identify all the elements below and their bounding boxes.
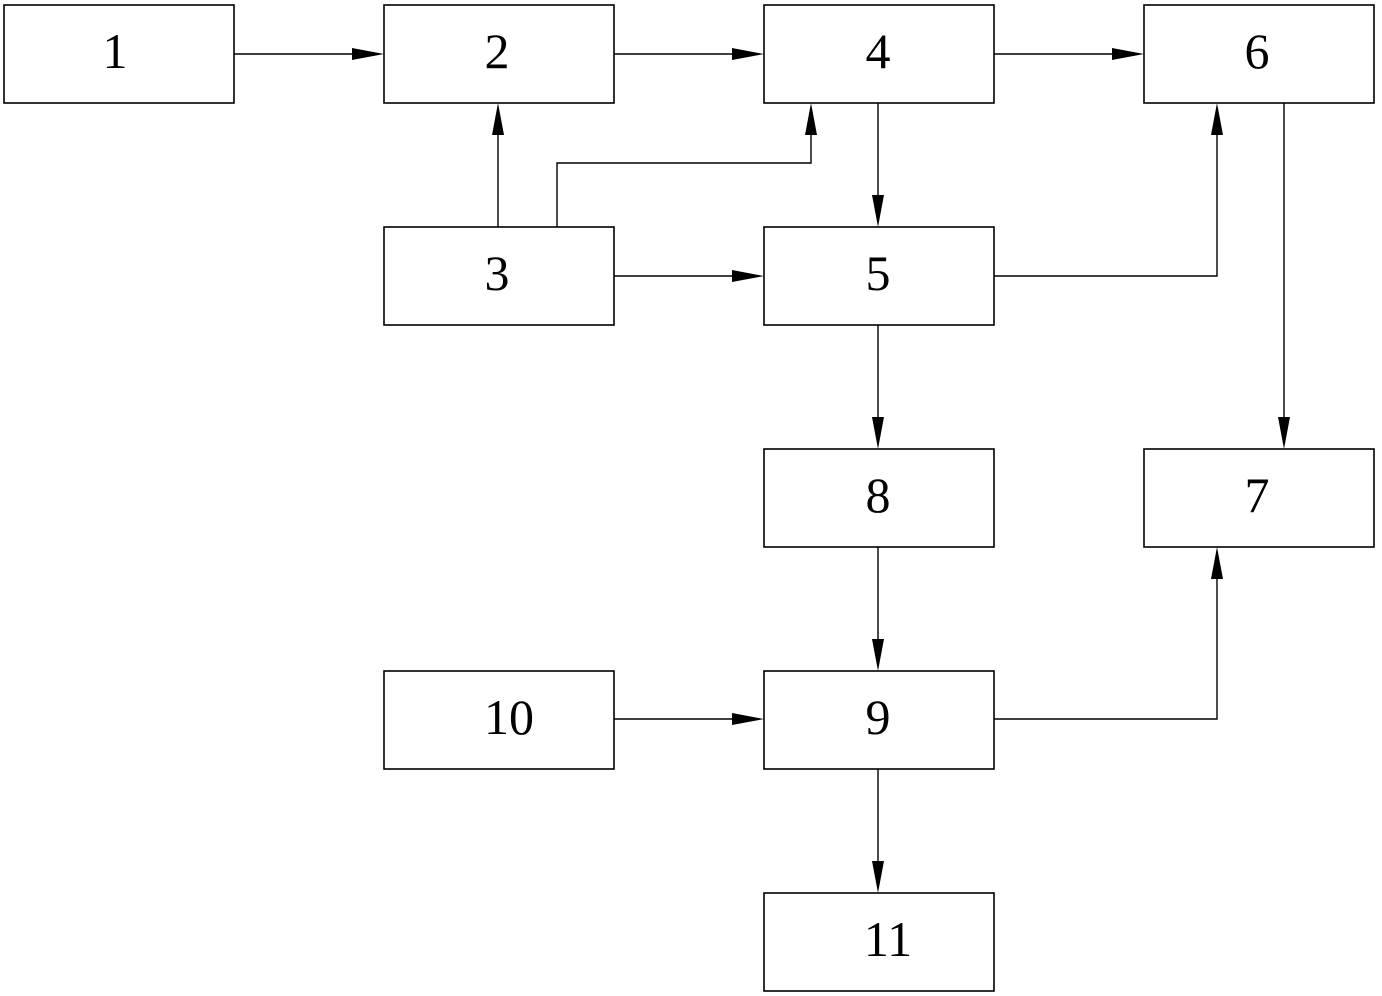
arrow-9-to-11 bbox=[872, 769, 884, 893]
block-1-label: 1 bbox=[103, 23, 128, 79]
block-4-label: 4 bbox=[866, 23, 891, 79]
arrow-8-to-9 bbox=[872, 547, 884, 671]
block-8-label: 8 bbox=[866, 467, 891, 523]
block-4: 4 bbox=[763, 4, 995, 104]
block-9-label: 9 bbox=[866, 689, 891, 745]
arrow-4-to-6 bbox=[994, 48, 1144, 60]
block-6-label: 6 bbox=[1245, 23, 1270, 79]
block-6: 6 bbox=[1143, 4, 1375, 104]
arrow-3-to-4 bbox=[556, 103, 817, 227]
block-1: 1 bbox=[3, 4, 235, 104]
arrow-9-to-7 bbox=[994, 547, 1223, 720]
arrow-2-to-4 bbox=[614, 48, 764, 60]
arrow-3-to-5 bbox=[614, 270, 764, 282]
block-10: 10 bbox=[383, 670, 615, 770]
block-7-label: 7 bbox=[1245, 467, 1270, 523]
arrow-10-to-9 bbox=[614, 713, 764, 725]
block-11-label: 11 bbox=[864, 911, 912, 967]
block-8: 8 bbox=[763, 448, 995, 548]
block-5: 5 bbox=[763, 226, 995, 326]
block-9: 9 bbox=[763, 670, 995, 770]
block-2-label: 2 bbox=[485, 23, 510, 79]
block-10-label: 10 bbox=[484, 689, 534, 745]
arrow-6-to-7 bbox=[1278, 103, 1290, 449]
block-7: 7 bbox=[1143, 448, 1375, 548]
arrow-5-to-6 bbox=[994, 103, 1223, 277]
arrow-4-to-5 bbox=[872, 103, 884, 227]
block-3: 3 bbox=[383, 226, 615, 326]
block-3-label: 3 bbox=[485, 245, 510, 301]
arrow-1-to-2 bbox=[234, 48, 384, 60]
arrow-5-to-8 bbox=[872, 325, 884, 449]
block-5-label: 5 bbox=[866, 245, 891, 301]
arrow-3-to-2 bbox=[492, 103, 504, 227]
block-2: 2 bbox=[383, 4, 615, 104]
block-11: 11 bbox=[763, 892, 995, 992]
